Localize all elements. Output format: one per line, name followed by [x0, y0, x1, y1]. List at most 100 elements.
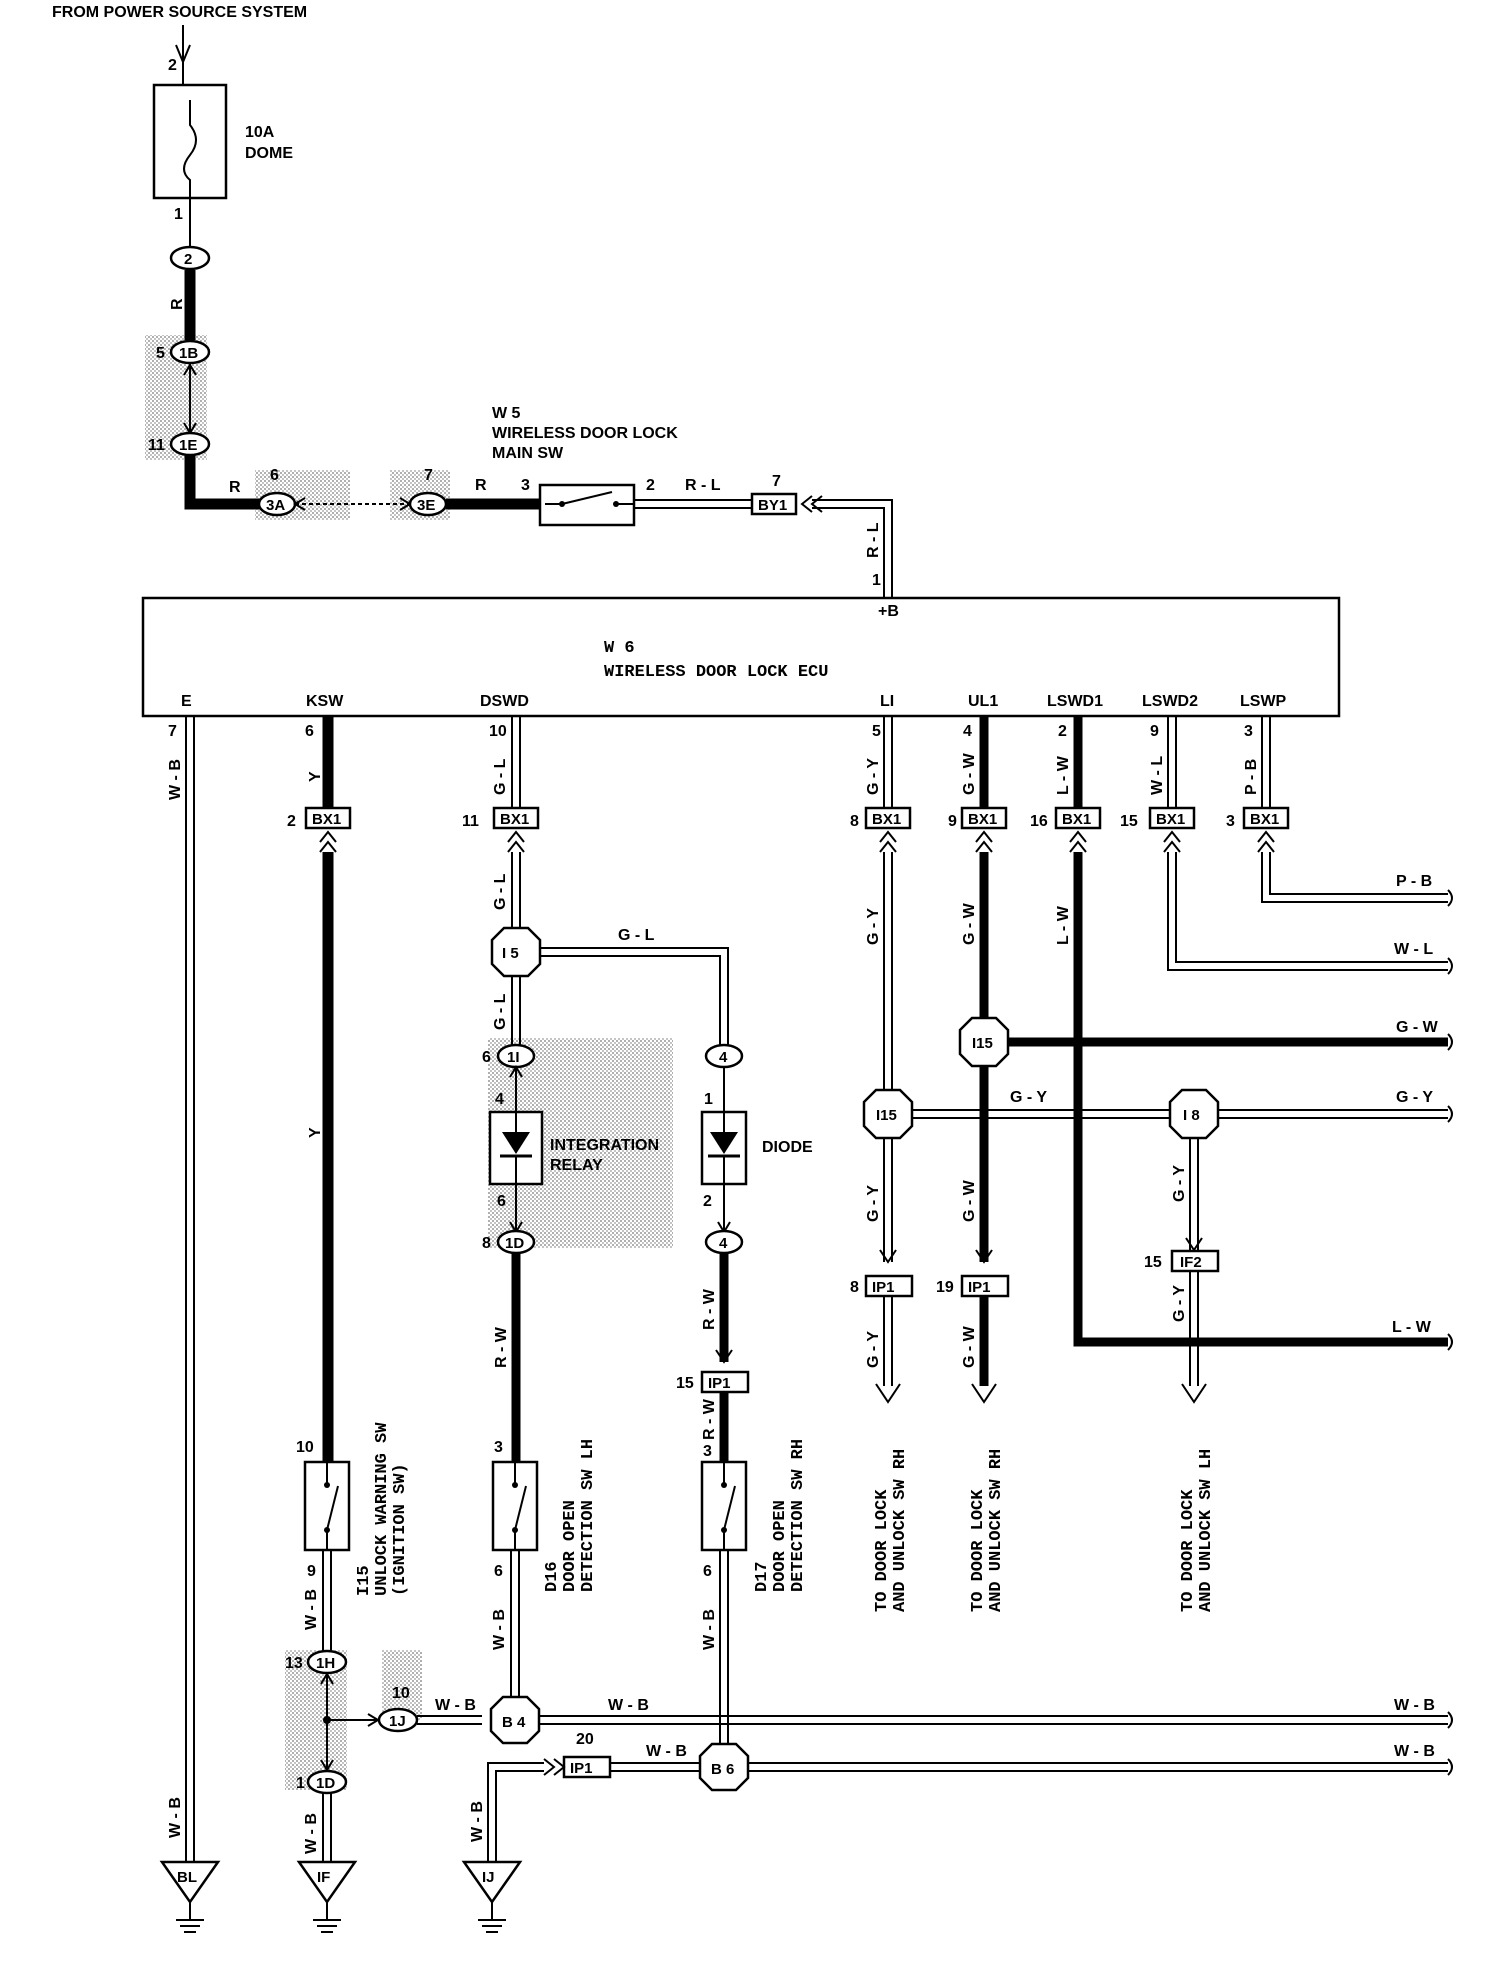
svg-text:7: 7 — [772, 473, 781, 490]
svg-text:2: 2 — [184, 251, 192, 268]
svg-text:3: 3 — [521, 477, 530, 494]
connector-BX1-dswd — [492, 806, 540, 830]
d16-name-1: DOOR OPEN — [561, 1500, 580, 1592]
svg-text:15: 15 — [1120, 813, 1138, 830]
diode-label: DIODE — [762, 1139, 813, 1156]
svg-text:W - B: W - B — [1394, 1697, 1435, 1714]
svg-text:I 8: I 8 — [1183, 1107, 1200, 1124]
svg-text:G - L: G - L — [492, 758, 509, 795]
connector-1D-lower — [306, 1769, 348, 1795]
svg-text:BL: BL — [177, 1869, 197, 1886]
svg-text:R - W: R - W — [701, 1398, 718, 1440]
integration-relay-label-1: INTEGRATION — [550, 1137, 659, 1154]
svg-text:P - B: P - B — [1396, 873, 1432, 890]
integration-relay-label-2: RELAY — [550, 1157, 603, 1174]
connector-BX1-li — [864, 806, 912, 830]
svg-text:3: 3 — [494, 1439, 503, 1456]
svg-text:G - L: G - L — [618, 927, 655, 944]
svg-text:W - L: W - L — [1394, 941, 1433, 958]
connector-2 — [169, 245, 211, 271]
svg-text:2: 2 — [646, 477, 655, 494]
main-sw-name-1: WIRELESS DOOR LOCK — [492, 425, 678, 442]
svg-text:4: 4 — [495, 1091, 504, 1108]
connector-IP1-li — [864, 1274, 914, 1298]
svg-text:IF2: IF2 — [1180, 1254, 1202, 1271]
connector-1J — [377, 1707, 419, 1733]
svg-text:W - L: W - L — [1149, 756, 1166, 795]
connector-BX1-lswd2 — [1148, 806, 1196, 830]
d16-code: D16 — [543, 1561, 562, 1592]
svg-text:2: 2 — [703, 1193, 712, 1210]
svg-text:W - B: W - B — [469, 1801, 486, 1842]
svg-text:R: R — [229, 479, 241, 496]
svg-text:IP1: IP1 — [570, 1760, 593, 1777]
svg-text:3: 3 — [1244, 723, 1253, 740]
dest-li-line1: TO DOOR LOCK — [873, 1489, 892, 1612]
svg-text:W - B: W - B — [701, 1609, 718, 1650]
svg-text:G - Y: G - Y — [1171, 1285, 1188, 1322]
svg-text:2: 2 — [1058, 723, 1067, 740]
svg-text:IF: IF — [317, 1869, 330, 1886]
fuse-pin-bottom: 1 — [174, 206, 183, 223]
svg-text:G - Y: G - Y — [865, 908, 882, 945]
dest-lh-line1: TO DOOR LOCK — [1179, 1489, 1198, 1612]
svg-text:R: R — [475, 477, 487, 494]
svg-text:3: 3 — [703, 1443, 712, 1460]
svg-text:5: 5 — [156, 345, 165, 362]
svg-text:2: 2 — [287, 813, 296, 830]
svg-text:6: 6 — [703, 1563, 712, 1580]
svg-text:15: 15 — [676, 1375, 694, 1392]
d17-code: D17 — [753, 1561, 772, 1592]
svg-text:6: 6 — [494, 1563, 503, 1580]
terminal-LSWD2: LSWD2 — [1142, 693, 1198, 710]
svg-text:G - Y: G - Y — [1171, 1165, 1188, 1202]
svg-text:W - B: W - B — [167, 759, 184, 800]
svg-text:W - B: W - B — [491, 1609, 508, 1650]
svg-text:G - L: G - L — [492, 873, 509, 910]
d17-name-2: DETECTION SW RH — [789, 1439, 808, 1592]
svg-text:BX1: BX1 — [968, 811, 997, 828]
svg-text:G - W: G - W — [961, 752, 978, 795]
svg-text:R - W: R - W — [493, 1326, 510, 1368]
svg-text:BX1: BX1 — [1062, 811, 1091, 828]
splice-I8 — [1168, 1088, 1220, 1140]
svg-text:11: 11 — [148, 437, 165, 454]
svg-text:1B: 1B — [179, 345, 198, 362]
connector-IF2 — [1170, 1249, 1220, 1273]
svg-text:1D: 1D — [316, 1775, 335, 1792]
svg-text:G - L: G - L — [492, 993, 509, 1030]
svg-text:BX1: BX1 — [872, 811, 901, 828]
svg-text:L - W: L - W — [1055, 905, 1072, 945]
dest-ul1-line2: AND UNLOCK SW RH — [987, 1449, 1006, 1612]
terminal-DSWD: DSWD — [480, 693, 529, 710]
svg-text:7: 7 — [424, 467, 433, 484]
d16-name-2: DETECTION SW LH — [579, 1439, 598, 1592]
ecu-box — [141, 596, 1341, 718]
svg-text:6: 6 — [305, 723, 314, 740]
svg-text:BX1: BX1 — [500, 811, 529, 828]
splice-I15-ul1 — [958, 1016, 1010, 1068]
svg-text:6: 6 — [270, 467, 279, 484]
svg-text:IP1: IP1 — [872, 1279, 895, 1296]
svg-text:9: 9 — [948, 813, 957, 830]
svg-text:R - L: R - L — [865, 522, 882, 558]
i15-code: I15 — [355, 1565, 374, 1596]
svg-text:I15: I15 — [972, 1035, 993, 1052]
svg-text:R: R — [169, 298, 186, 310]
svg-text:I15: I15 — [876, 1107, 897, 1124]
svg-text:7: 7 — [168, 723, 177, 740]
connector-BX1-ul1 — [960, 806, 1008, 830]
d17-name-1: DOOR OPEN — [771, 1500, 790, 1592]
svg-text:B 6: B 6 — [711, 1761, 734, 1778]
svg-text:1J: 1J — [389, 1713, 406, 1730]
svg-text:G - Y: G - Y — [1010, 1089, 1047, 1106]
terminal-LSWD1: LSWD1 — [1047, 693, 1103, 710]
svg-text:19: 19 — [936, 1279, 954, 1296]
svg-text:G - Y: G - Y — [865, 1331, 882, 1368]
svg-text:W - B: W - B — [435, 1697, 476, 1714]
svg-text:W - B: W - B — [646, 1743, 687, 1760]
svg-text:4: 4 — [719, 1049, 728, 1066]
i15-name-1: UNLOCK WARNING SW — [373, 1422, 392, 1596]
connector-BX1-lswd1 — [1054, 806, 1102, 830]
ground-IF — [296, 1860, 358, 1905]
